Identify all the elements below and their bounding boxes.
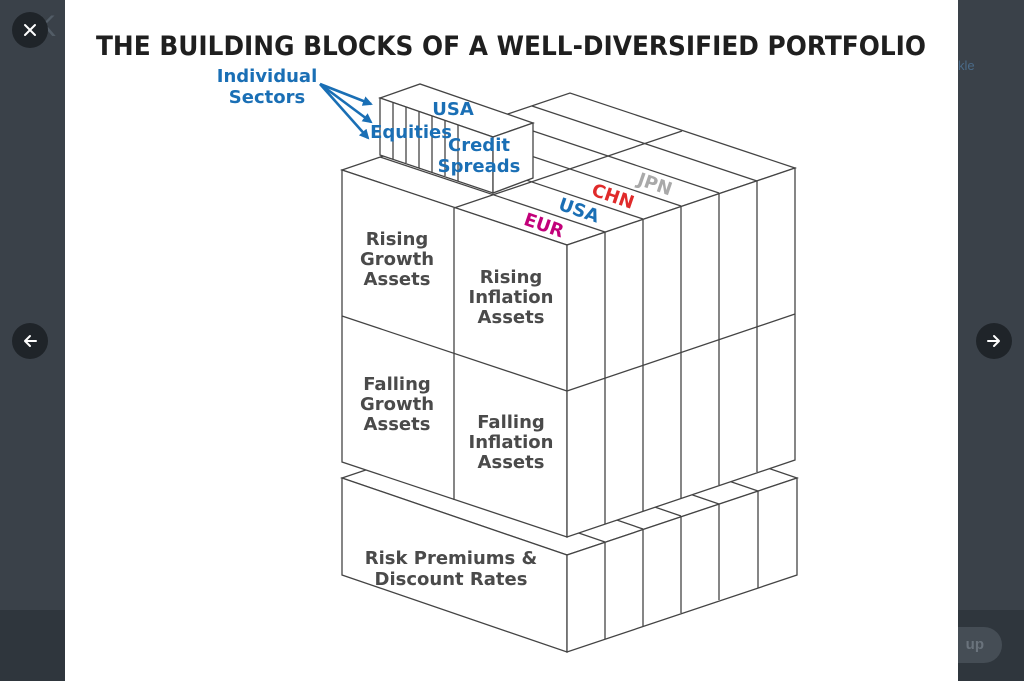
quadrant-rising-inflation-line1: Rising (480, 267, 543, 288)
sector-label-credit-line1: Credit (448, 135, 510, 156)
quadrant-rising-inflation-line3: Assets (478, 307, 545, 328)
close-button[interactable] (12, 12, 48, 48)
previous-image-button[interactable] (12, 323, 48, 359)
sector-label-usa: USA (432, 99, 474, 120)
callout-label-line1: Individual (217, 66, 318, 87)
next-image-button[interactable] (976, 323, 1012, 359)
factor-cube (339, 92, 798, 538)
quadrant-falling-growth-line3: Assets (364, 414, 431, 435)
arrow-left-icon (24, 335, 37, 347)
quadrant-falling-inflation-line2: Inflation (469, 432, 554, 453)
quadrant-falling-inflation-line3: Assets (478, 452, 545, 473)
callout-arrows (319, 82, 373, 140)
sector-block (378, 83, 535, 194)
quadrant-falling-growth-line1: Falling (363, 374, 431, 395)
sector-label-credit-line2: Spreads (438, 156, 521, 177)
quadrant-rising-growth-line3: Assets (364, 269, 431, 290)
figure-title: THE BUILDING BLOCKS OF A WELL-DIVERSIFIE… (96, 31, 926, 62)
quadrant-rising-growth-line2: Growth (360, 249, 434, 270)
close-icon (24, 24, 36, 36)
sector-label-equities: Equities (370, 122, 452, 143)
quadrant-rising-inflation-line2: Inflation (469, 287, 554, 308)
arrow-right-icon (987, 335, 1000, 347)
base-label-line1: Risk Premiums & (365, 548, 537, 569)
quadrant-falling-inflation-line1: Falling (477, 412, 545, 433)
quadrant-falling-growth-line2: Growth (360, 394, 434, 415)
base-label-line2: Discount Rates (375, 569, 528, 590)
quadrant-rising-growth-line1: Rising (366, 229, 429, 250)
callout-label-line2: Sectors (229, 87, 305, 108)
portfolio-diagram: THE BUILDING BLOCKS OF A WELL-DIVERSIFIE… (96, 31, 926, 653)
lightbox-image: THE BUILDING BLOCKS OF A WELL-DIVERSIFIE… (65, 0, 958, 681)
background-link-snippet: kle (958, 58, 975, 73)
